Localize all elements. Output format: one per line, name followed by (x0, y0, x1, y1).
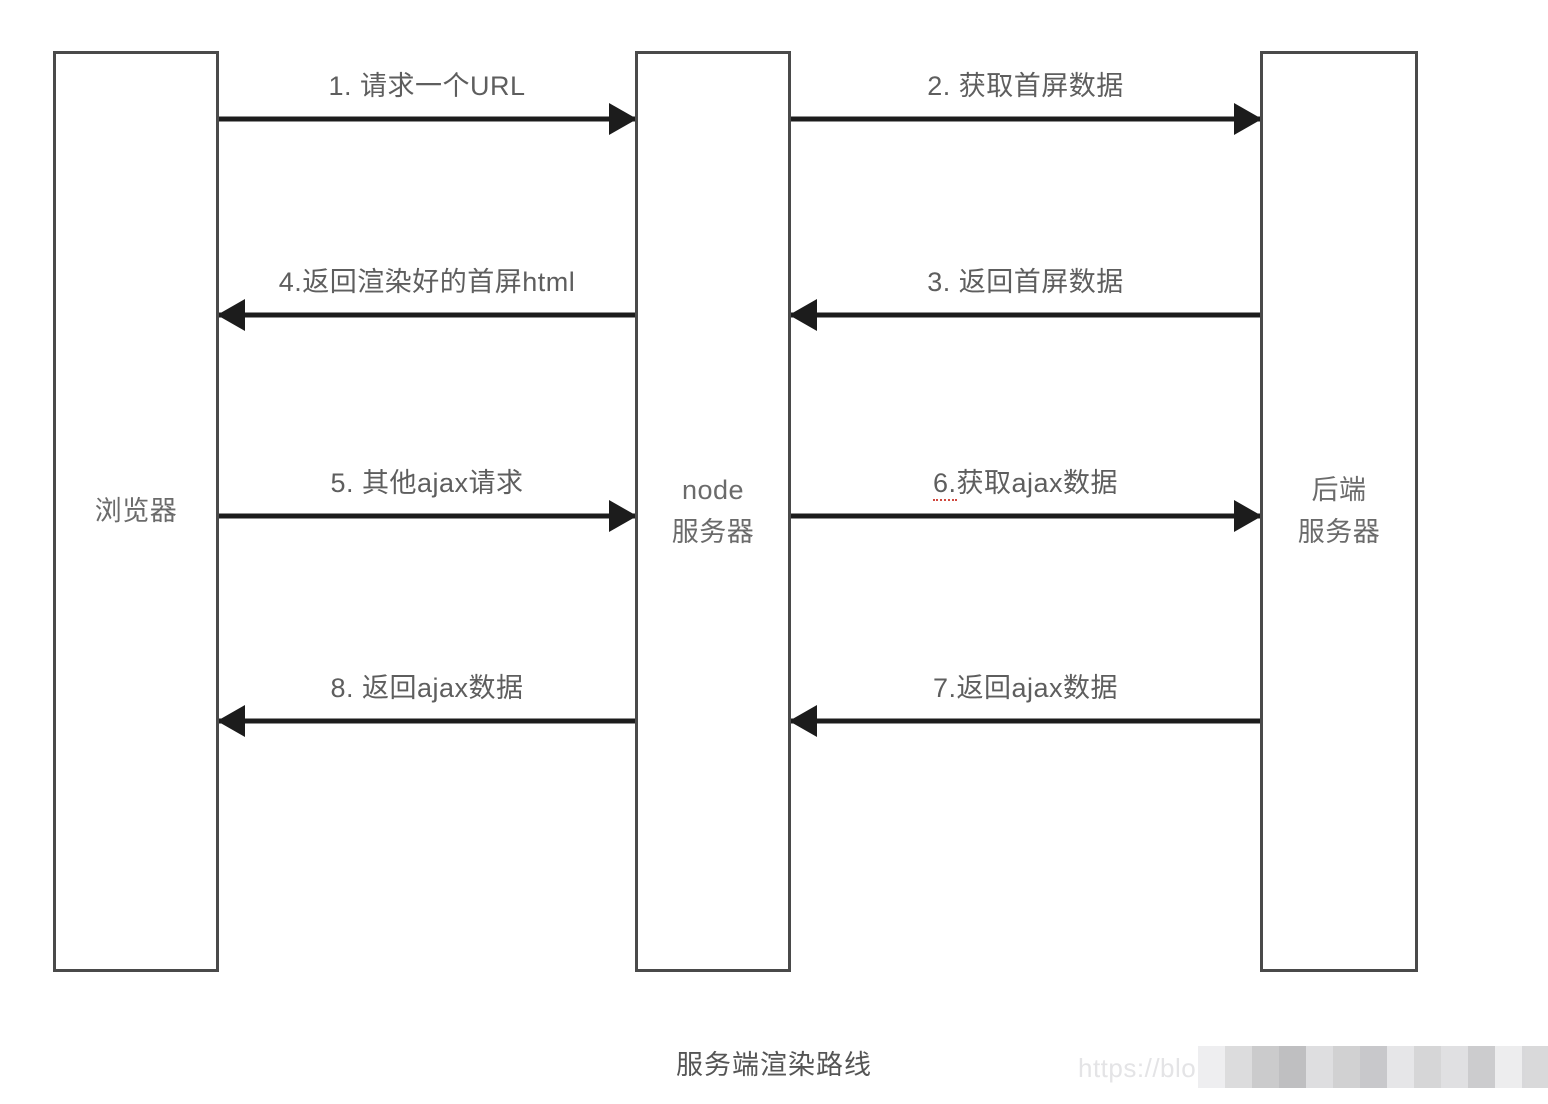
participant-backend-server-label: 后端 服务器 (1297, 474, 1381, 547)
participant-backend-server: 后端 服务器 (1260, 51, 1418, 972)
message-2-line (791, 116, 1260, 122)
participant-browser: 浏览器 (53, 51, 219, 972)
participant-browser-label: 浏览器 (94, 495, 178, 526)
message-7-label: 7.返回ajax数据 (932, 673, 1119, 703)
message-6-line (791, 513, 1260, 519)
message-6-marked-prefix: 6. (932, 468, 957, 501)
message-6-label-text: 获取ajax数据 (956, 468, 1119, 498)
participant-node-server-label: node 服务器 (671, 474, 755, 547)
message-1-arrowhead-right (609, 103, 637, 135)
message-6-label: 6.获取ajax数据 (791, 461, 1260, 501)
message-7-line (791, 718, 1260, 724)
message-6-arrowhead-right (1234, 500, 1262, 532)
message-3-label: 3. 返回首屏数据 (927, 267, 1124, 297)
message-8-label: 8. 返回ajax数据 (330, 673, 524, 703)
message-3-line (791, 312, 1260, 318)
message-4-arrowhead-left (217, 299, 245, 331)
message-1-line (219, 116, 635, 122)
message-8-arrowhead-left (217, 705, 245, 737)
message-5-label: 5. 其他ajax请求 (330, 468, 524, 498)
message-1-label: 1. 请求一个URL (328, 71, 526, 101)
message-4-label: 4.返回渲染好的首屏html (278, 267, 576, 297)
diagram-caption: 服务端渲染路线 (676, 1050, 872, 1080)
message-2-arrowhead-right (1234, 103, 1262, 135)
message-7-arrowhead-left (789, 705, 817, 737)
message-5-line (219, 513, 635, 519)
message-2-label: 2. 获取首屏数据 (927, 71, 1124, 101)
message-8-line (219, 718, 635, 724)
message-3-arrowhead-left (789, 299, 817, 331)
message-5-arrowhead-right (609, 500, 637, 532)
participant-node-server: node 服务器 (635, 51, 791, 972)
message-4-line (219, 312, 635, 318)
